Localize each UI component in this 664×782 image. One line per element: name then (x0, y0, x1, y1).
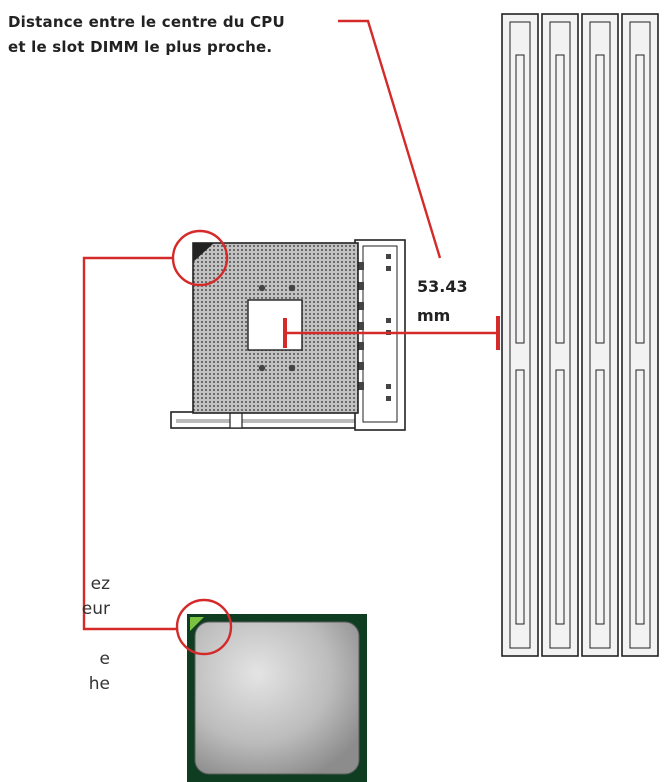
distance-label: 53.43 mm (417, 272, 468, 330)
distance-unit: mm (417, 306, 451, 325)
caption-fragment-1: ez (90, 574, 110, 594)
dimm-slot-4 (621, 13, 659, 657)
distance-value: 53.43 (417, 277, 468, 296)
dimm-slot-2 (541, 13, 579, 657)
callout-line-2: et le slot DIMM le plus proche. (8, 38, 273, 56)
cpu-orientation-circle (175, 598, 233, 656)
annotation-lines (82, 19, 500, 656)
dimm-slots (501, 13, 659, 657)
caption-fragment-3 (0, 622, 110, 647)
cpu-socket-icon (170, 239, 406, 431)
dimm-slot-3 (581, 13, 619, 657)
callout-label: Distance entre le centre du CPU et le sl… (8, 10, 285, 60)
callout-line-1: Distance entre le centre du CPU (8, 13, 285, 31)
cpu-chip-icon (187, 614, 367, 782)
callout-leader (338, 19, 442, 259)
caption-fragment-2: eur (81, 599, 110, 619)
caption-fragment-4: e (99, 649, 110, 669)
dimm-slot-1 (501, 13, 539, 657)
orientation-connector (82, 256, 177, 631)
left-caption-fragment: ez eur e he (0, 572, 110, 697)
caption-fragment-5: he (88, 674, 110, 694)
